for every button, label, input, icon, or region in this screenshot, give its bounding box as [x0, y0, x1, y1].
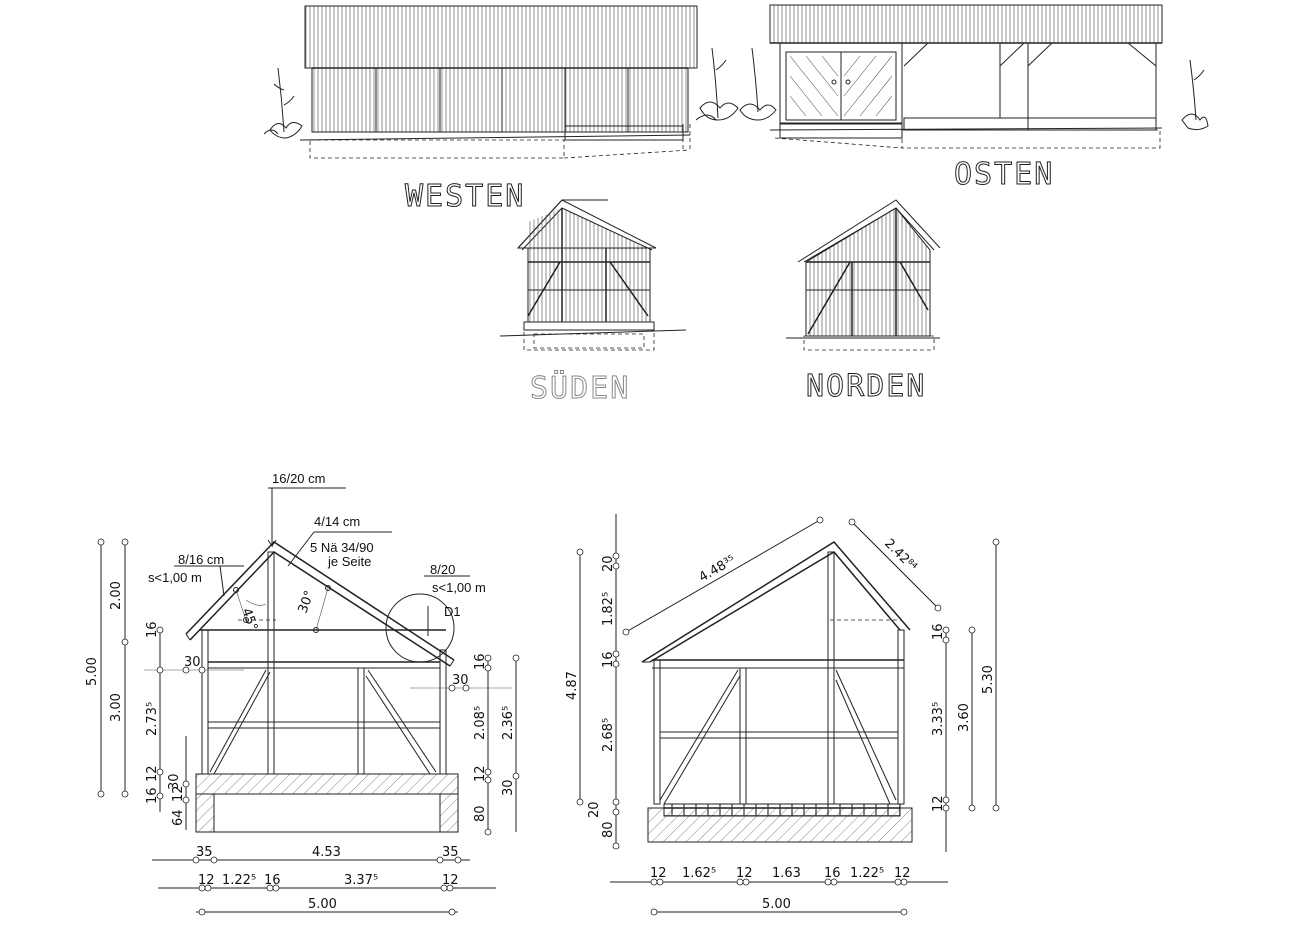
dim-r-h12: 12 [473, 765, 488, 782]
label-nails: 5 Nä 34/90 [310, 540, 374, 555]
dim-r-h236: 2.36⁵ [501, 706, 516, 740]
dim-r-h208: 2.08⁵ [473, 706, 488, 740]
elevation-south: SÜDEN [499, 199, 687, 407]
dim-h273: 2.73⁵ [145, 702, 160, 736]
dim-b-35a: 35 [196, 845, 213, 860]
dim-r-h16: 16 [473, 653, 488, 670]
label-angle-30: 30° [296, 589, 318, 616]
label-detail: D1 [444, 604, 461, 619]
dim-slope-right: 2.42⁸⁴ [881, 536, 919, 574]
dim-total: 5.00 [85, 657, 100, 686]
dim-b-500: 5.00 [308, 897, 337, 912]
label-purlin-spacing: s<1,00 m [432, 580, 486, 595]
dim-r-487: 4.87 [565, 671, 580, 700]
plant-icon [695, 47, 739, 121]
dim-b-453: 4.53 [312, 845, 341, 860]
label-rafter: 4/14 cm [314, 514, 360, 529]
dim-h64: 64 [171, 809, 186, 826]
dim-h16: 16 [145, 621, 160, 638]
elevation-north-label: NORDEN [806, 369, 926, 404]
dim-rr-530: 5.30 [981, 665, 996, 694]
dim-b-12b: 12 [442, 873, 459, 888]
label-beam: 8/16 cm [178, 552, 224, 567]
dim-r-80: 80 [601, 821, 616, 838]
plant-icon [739, 47, 777, 121]
dim-rr-12: 12 [931, 795, 946, 812]
dim-rb-12c: 12 [894, 866, 911, 881]
dim-r-20: 20 [601, 555, 616, 572]
dim-r-16: 16 [601, 651, 616, 668]
elevation-east-label: OSTEN [954, 157, 1054, 192]
dim-rb-162: 1.62⁵ [682, 866, 716, 881]
elevation-west-label: WESTEN [405, 179, 525, 214]
label-ridge: 16/20 cm [272, 471, 325, 486]
dim-b-35b: 35 [442, 845, 459, 860]
dim-rb-16: 16 [824, 866, 841, 881]
dim-rb-12b: 12 [736, 866, 753, 881]
dim-rb-163: 1.63 [772, 866, 801, 881]
label-purlin: 8/20 [430, 562, 455, 577]
dim-h12b: 12 [171, 785, 186, 802]
plant-icon [1181, 59, 1209, 131]
elevation-south-label: SÜDEN [530, 370, 630, 406]
dim-r-20b: 20 [587, 801, 602, 818]
label-angle-45: 45° [238, 606, 260, 633]
dim-r-182: 1.82⁵ [601, 592, 616, 626]
dim-h30b: 30 [167, 773, 182, 790]
dim-h16b: 16 [145, 787, 160, 804]
dim-b-12a: 12 [198, 873, 215, 888]
dim-lower: 3.00 [109, 693, 124, 722]
dim-rr-333: 3.33⁵ [931, 702, 946, 736]
dim-b-337: 3.37⁵ [344, 873, 378, 888]
label-beam-spacing: s<1,00 m [148, 570, 202, 585]
dim-r-268: 2.68⁵ [601, 718, 616, 752]
dim-rb-500: 5.00 [762, 897, 791, 912]
dim-rb-122: 1.22⁵ [850, 866, 884, 881]
elevation-north: NORDEN [786, 199, 941, 405]
dim-b-16: 16 [264, 873, 281, 888]
section-left: 16/20 cm 4/14 cm 5 Nä 34/90 je Seite 8/1… [85, 471, 520, 916]
dim-b-122: 1.22⁵ [222, 873, 256, 888]
dim-h12: 12 [145, 765, 160, 782]
label-nails-side: je Seite [327, 554, 371, 569]
dim-rr-16: 16 [931, 623, 946, 640]
dim-slope-left: 4.48³⁵ [697, 553, 739, 586]
dim-r-h80: 80 [473, 805, 488, 822]
elevation-east: OSTEN [739, 4, 1209, 193]
dim-h30: 30 [184, 655, 201, 670]
plant-icon [263, 67, 303, 139]
dim-rb-12a: 12 [650, 866, 667, 881]
dim-r-h30b: 30 [501, 779, 516, 796]
dim-upper: 2.00 [109, 581, 124, 610]
elevation-west: WESTEN [263, 5, 739, 215]
dim-r-h30: 30 [452, 673, 469, 688]
section-right: 4.48³⁵ 2.42⁸⁴ 4.87 20 1.82⁵ 16 2.68⁵ 20 … [565, 514, 1000, 916]
dim-rr-360: 3.60 [957, 703, 972, 732]
